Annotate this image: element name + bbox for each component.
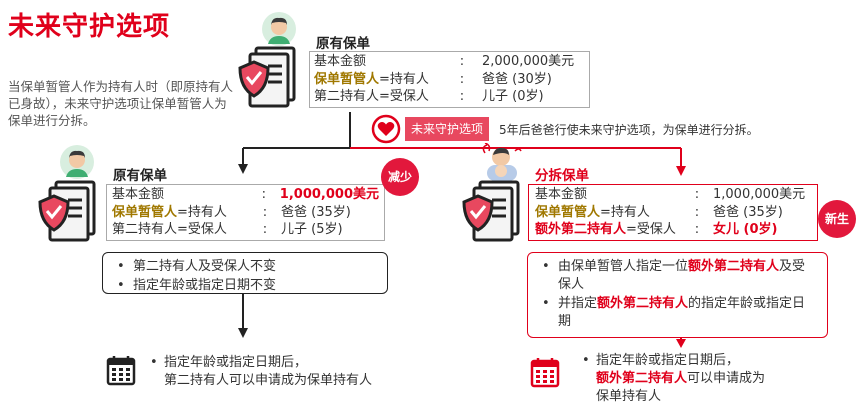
right-note-1: 由保单暂管人指定一位额外第二持有人及受保人: [542, 258, 817, 294]
person-avatar-icon: [262, 12, 296, 46]
document-shield-icon: [38, 180, 96, 242]
baby-family-icon: [482, 143, 522, 181]
person-avatar-icon: [60, 145, 94, 179]
calendar-icon: [530, 358, 560, 388]
left-notes-box: 第二持有人及受保人不变 指定年龄或指定日期不变: [102, 252, 388, 295]
left-note-1: 第二持有人及受保人不变: [117, 258, 377, 276]
right-notes-box: 由保单暂管人指定一位额外第二持有人及受保人 并指定额外第二持有人的指定年龄或指定…: [527, 252, 828, 338]
right-note-2: 并指定额外第二持有人的指定年龄或指定日期: [542, 295, 817, 331]
heart-icon: [371, 114, 401, 144]
top-policy-table: 基本金额:2,000,000美元 保单暂管人=持有人:爸爸 (30岁) 第二持有…: [309, 51, 590, 108]
option-note: 5年后爸爸行使未来守护选项，为保单进行分拆。: [499, 123, 759, 137]
decrease-badge: 减少: [381, 158, 419, 196]
future-guardian-option-button: 未来守护选项: [405, 117, 489, 141]
intro-text: 当保单暂管人作为持有人时（即原持有人已身故），未来守护选项让保单暂管人为保单进行…: [8, 79, 234, 128]
right-policy-label: 分拆保单: [535, 168, 589, 184]
document-shield-icon: [238, 46, 296, 108]
document-shield-icon: [462, 180, 520, 242]
left-policy-table: 基本金额:1,000,000美元 保单暂管人=持有人:爸爸 (35岁) 第二持有…: [106, 184, 385, 241]
left-note-2: 指定年龄或指定日期不变: [117, 277, 377, 295]
page-title: 未来守护选项: [8, 12, 171, 42]
left-bottom-note: 指定年龄或指定日期后，第二持有人可以申请成为保单持有人: [150, 354, 430, 390]
left-policy-label: 原有保单: [113, 168, 167, 184]
right-policy-table: 基本金额:1,000,000美元 保单暂管人=持有人:爸爸 (35岁) 额外第二…: [528, 184, 818, 241]
top-policy-label: 原有保单: [316, 36, 370, 52]
new-badge: 新生: [818, 200, 856, 238]
calendar-icon: [106, 356, 136, 386]
